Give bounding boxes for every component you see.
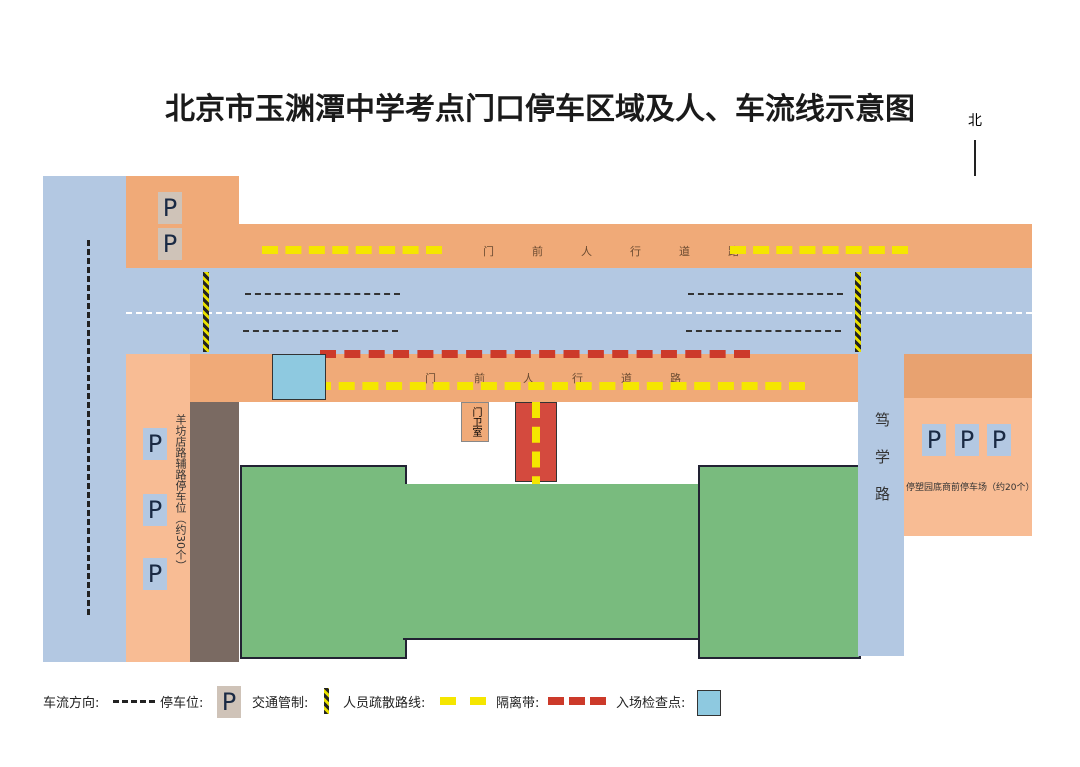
left-parking-label: 羊坊店路辅路停车位（约30个） (174, 414, 187, 571)
parking-icon: P (955, 424, 979, 456)
evac-route (262, 246, 442, 254)
lane-divider (126, 312, 1032, 314)
checkpoint-icon (272, 354, 326, 400)
top-left-parking (126, 176, 239, 268)
legend-parking-icon: P (217, 686, 241, 718)
parking-icon: P (158, 228, 182, 260)
wall (190, 402, 239, 662)
parking-icon: P (143, 494, 167, 526)
top-walkway-label: 门前人行道路 (483, 245, 777, 258)
traffic-arrow (688, 293, 843, 295)
legend-control-icon (324, 688, 329, 714)
legend-barrier-icon (548, 697, 606, 705)
parking-icon: P (987, 424, 1011, 456)
legend-barrier: 隔离带: (496, 696, 540, 711)
legend-parking: 停车位: (160, 696, 204, 711)
right-parking-top (904, 354, 1032, 398)
north-label: 北 (968, 113, 982, 129)
building (698, 465, 861, 659)
traffic-control (855, 272, 861, 352)
traffic-arrow (245, 293, 400, 295)
building (240, 465, 407, 659)
legend-traffic: 车流方向: (43, 696, 100, 711)
bottom-walkway-label: 门前人行道路 (425, 372, 719, 385)
legend-control: 交通管制: (252, 696, 309, 711)
legend-traffic-icon (113, 700, 155, 703)
north-arrow-icon (974, 140, 976, 176)
parking-icon: P (143, 428, 167, 460)
right-road (858, 354, 904, 656)
legend-evac: 人员疏散路线: (343, 696, 426, 711)
parking-icon: P (922, 424, 946, 456)
evac-route (730, 246, 908, 254)
traffic-control (203, 272, 209, 352)
right-parking-label: 停塑园底商前停车场（约20个） (906, 483, 1035, 493)
left-road (43, 176, 126, 662)
legend-checkpoint-icon (697, 690, 721, 716)
traffic-arrow (686, 330, 841, 332)
evac-route (315, 382, 805, 390)
building (403, 484, 698, 640)
legend-evac-icon (440, 697, 486, 705)
main-road (126, 268, 1032, 354)
right-road-label: 笃学路 (873, 412, 891, 523)
map-title: 北京市玉渊潭中学考点门口停车区域及人、车流线示意图 (165, 92, 915, 127)
barrier (320, 350, 750, 358)
parking-icon: P (143, 558, 167, 590)
traffic-arrow (243, 330, 398, 332)
guard-room: 门卫室 (461, 402, 489, 442)
parking-icon: P (158, 192, 182, 224)
evac-route (532, 402, 540, 517)
left-traffic-arrow (87, 240, 90, 615)
legend-checkpoint: 入场检查点: (616, 696, 686, 711)
